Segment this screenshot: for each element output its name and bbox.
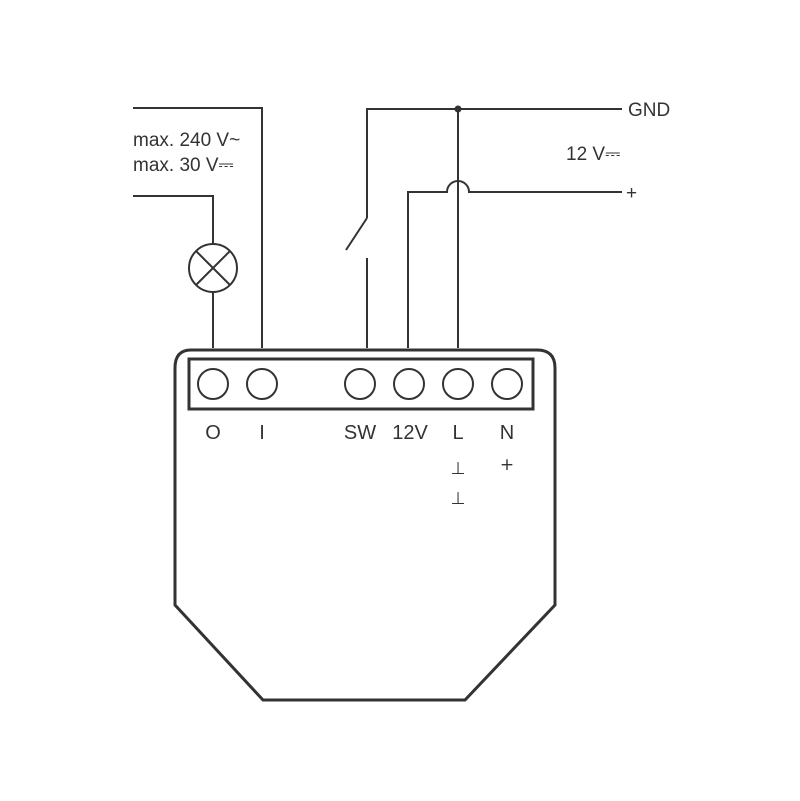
- wire-switch-top: [366, 108, 458, 218]
- terminal-label-sw: SW: [344, 422, 376, 444]
- bus-label-voltage: 12 V⎓: [566, 144, 620, 165]
- polarity-markers: ⊥ ⊥ +: [451, 455, 515, 509]
- bus-label-gnd: GND: [628, 100, 670, 121]
- terminal-label-12v: 12V: [392, 422, 428, 444]
- terminal-screw-o: [197, 368, 229, 400]
- terminal-screw-12v: [393, 368, 425, 400]
- wire-12v: [407, 180, 622, 348]
- wire-o-upper: [133, 195, 214, 244]
- terminal-screw-n: [491, 368, 523, 400]
- supply-label-ac: max. 240 V~: [133, 130, 240, 151]
- switch-blade: [345, 217, 368, 251]
- terminal-screws: [197, 368, 523, 400]
- lamp-icon: [188, 243, 238, 293]
- terminal-label-n: N: [500, 422, 514, 444]
- polarity-l-ground-1: ⊥: [451, 459, 466, 479]
- terminal-label-i: I: [259, 422, 265, 444]
- polarity-n-plus: +: [500, 455, 514, 475]
- wires: [133, 105, 622, 348]
- terminal-labels: O I SW 12V L N: [205, 422, 514, 444]
- polarity-l-ground-2: ⊥: [451, 489, 466, 509]
- device-body: [173, 348, 557, 702]
- terminal-label-l: L: [452, 422, 463, 444]
- terminal-screw-sw: [344, 368, 376, 400]
- terminal-label-o: O: [205, 422, 221, 444]
- terminal-screw-l: [442, 368, 474, 400]
- terminal-screw-i: [246, 368, 278, 400]
- supply-label-dc: max. 30 V⎓: [133, 155, 234, 176]
- wire-i: [133, 107, 263, 348]
- bus-label-plus: +: [626, 183, 637, 204]
